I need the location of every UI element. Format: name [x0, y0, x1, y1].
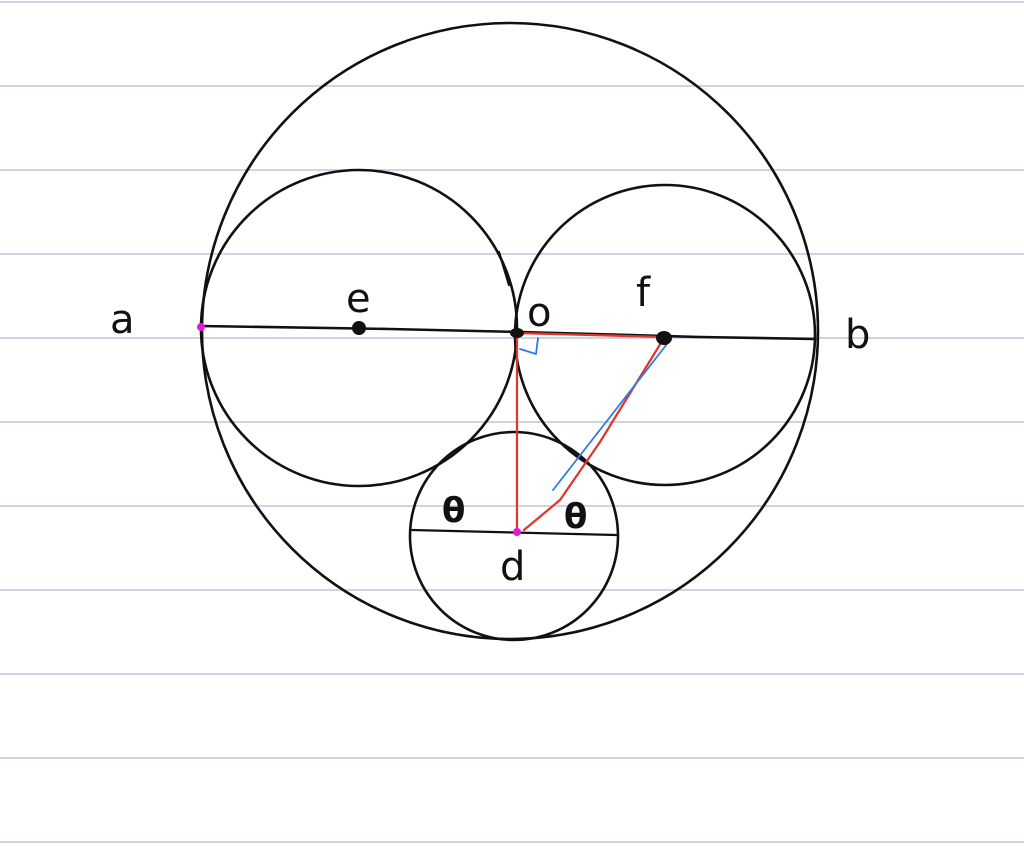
label-theta-left: θ [442, 491, 465, 531]
label-theta-right: θ [564, 497, 587, 537]
label-o: o [527, 290, 551, 336]
bottom-circle [408, 430, 620, 642]
label-e: e [346, 276, 371, 322]
label-f: f [636, 270, 651, 316]
label-b: b [845, 312, 870, 358]
point-a [197, 323, 205, 331]
right-angle-marker [519, 337, 539, 355]
point-f [656, 331, 672, 345]
label-d: d [500, 544, 525, 590]
red-line-fd [522, 336, 666, 532]
point-o [510, 328, 524, 338]
point-e [352, 321, 366, 335]
point-d [513, 528, 521, 536]
label-a: a [110, 297, 135, 343]
tick-mark [497, 250, 511, 287]
blue-line-fd [552, 343, 668, 491]
red-line-of [515, 331, 666, 339]
diameter-line-ab [198, 324, 817, 341]
